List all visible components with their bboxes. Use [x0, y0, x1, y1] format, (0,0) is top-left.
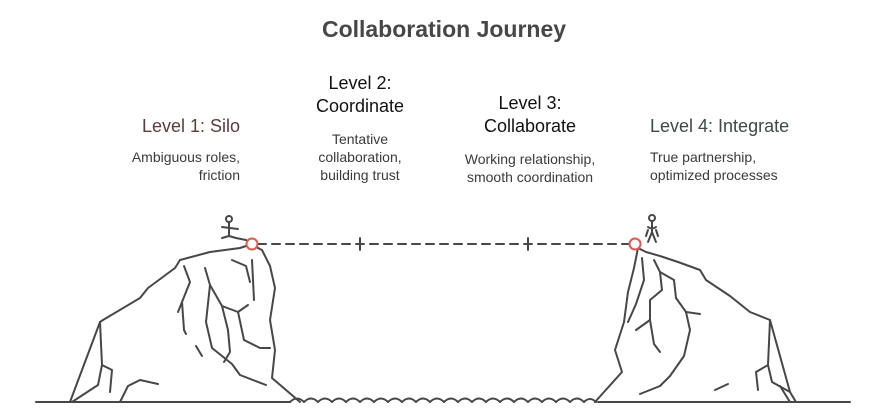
level-4-desc-line-2: optimized processes — [650, 167, 778, 183]
level-1-desc-line-2: friction — [198, 167, 240, 183]
right-cliff — [594, 247, 849, 403]
level-2-block: Level 2: Coordinate Tentative collaborat… — [280, 72, 440, 184]
level-2-heading-line-2: Coordinate — [315, 96, 405, 116]
level-3-heading-line-2: Collaborate — [483, 116, 577, 136]
level-1-block: Level 1: Silo Ambiguous roles, friction — [100, 115, 240, 184]
level-3-desc-line-2: smooth coordination — [466, 169, 594, 185]
level-4-description: True partnership, optimized processes — [650, 148, 850, 184]
level-3-heading: Level 3: Collaborate — [445, 92, 615, 138]
level-4-desc-line-1: True partnership, — [650, 149, 757, 165]
level-1-heading: Level 1: Silo — [141, 116, 240, 136]
left-cliff — [39, 243, 301, 403]
level-2-description: Tentative collaboration, building trust — [280, 130, 440, 184]
level-3-block: Level 3: Collaborate Working relationshi… — [445, 92, 615, 186]
level-1-description: Ambiguous roles, friction — [100, 148, 240, 184]
level-4-heading: Level 4: Integrate — [650, 116, 790, 136]
water-waves — [289, 397, 597, 403]
level-4-block: Level 4: Integrate True partnership, opt… — [650, 115, 850, 184]
left-person-icon — [221, 215, 247, 241]
end-marker — [628, 237, 642, 251]
start-marker — [245, 237, 259, 251]
level-3-desc-line-1: Working relationship, — [464, 151, 596, 167]
level-2-desc-line-3: building trust — [320, 167, 400, 183]
level-1-desc-line-1: Ambiguous roles, — [131, 149, 240, 165]
level-2-desc-line-1: Tentative — [331, 131, 389, 147]
level-3-description: Working relationship, smooth coordinatio… — [445, 150, 615, 186]
level-3-heading-line-1: Level 3: — [498, 93, 562, 113]
diagram-title: Collaboration Journey — [321, 16, 567, 42]
right-person-icon — [645, 214, 659, 243]
level-2-heading-line-1: Level 2: — [328, 73, 392, 93]
level-2-heading: Level 2: Coordinate — [280, 72, 440, 118]
level-2-desc-line-2: collaboration, — [318, 149, 402, 165]
